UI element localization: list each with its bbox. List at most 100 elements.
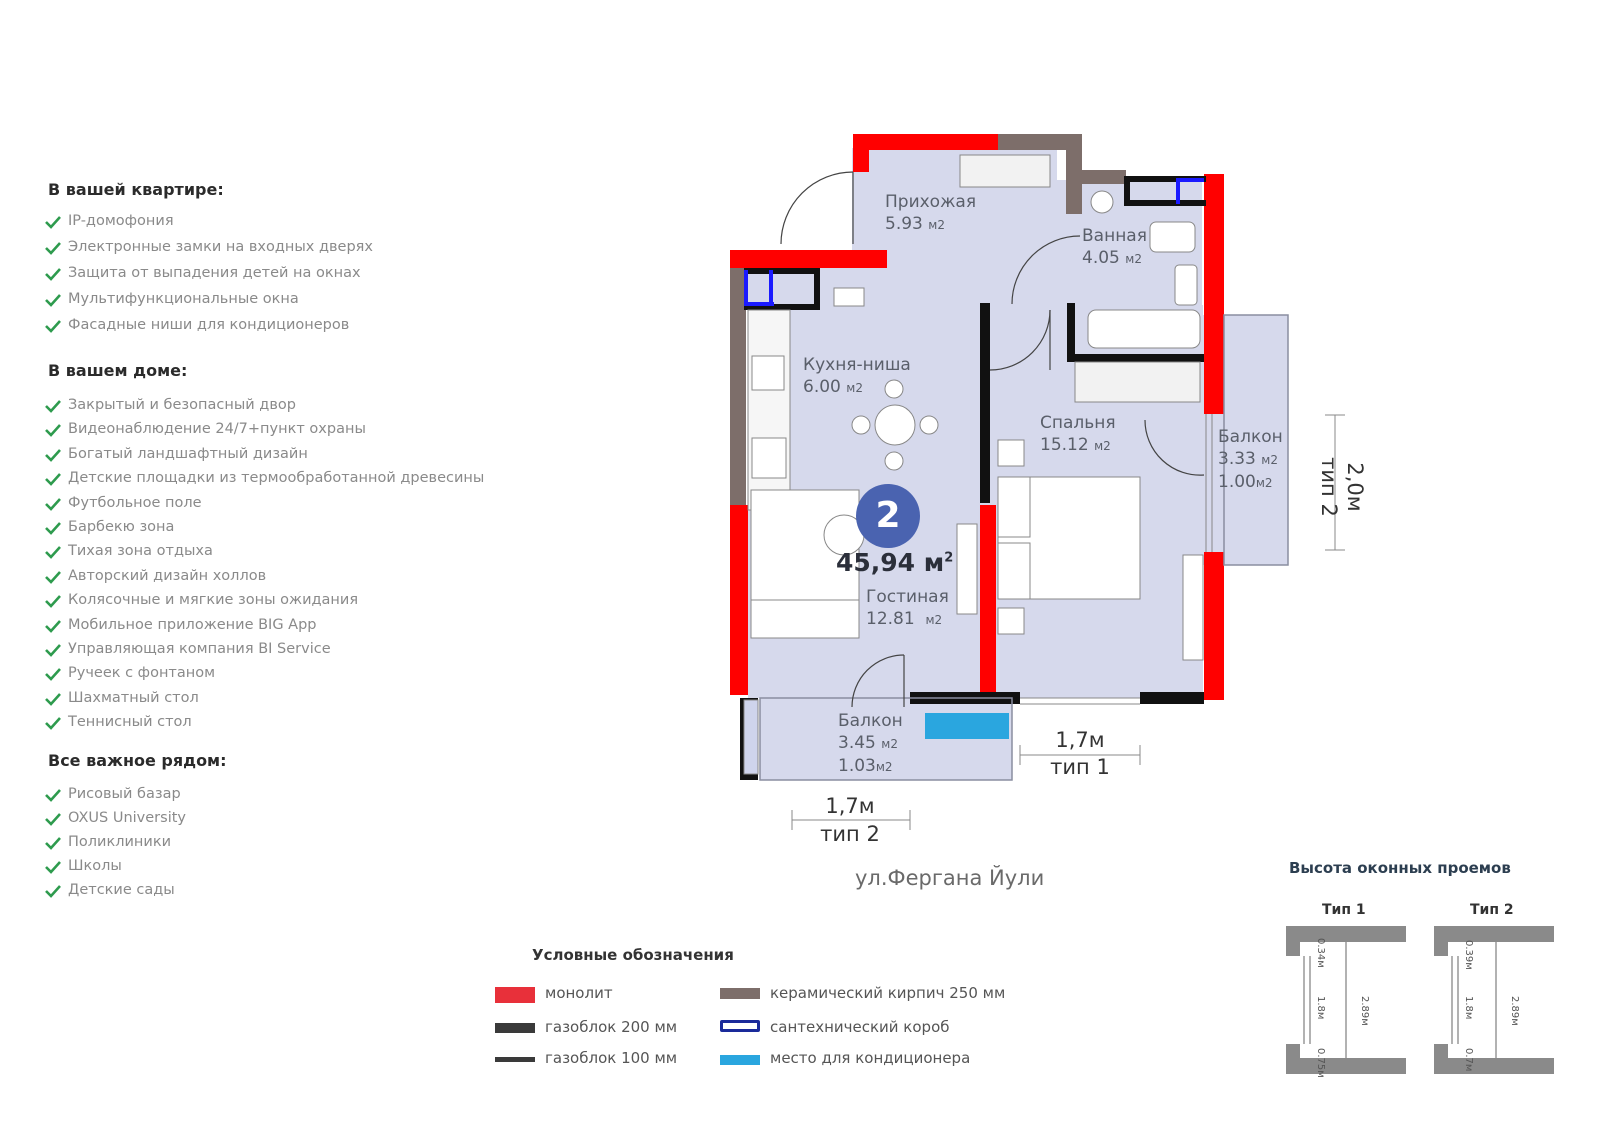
list-item-label: Теннисный стол — [68, 714, 192, 731]
legend-swatch-brick — [720, 988, 760, 999]
list-item: Богатый ландшафтный дизайн — [44, 446, 484, 470]
total-area: 45,94 м2 — [836, 548, 953, 577]
room-name: Балкон — [1218, 427, 1283, 447]
list-item-label: Видеонаблюдение 24/7+пункт охраны — [68, 421, 366, 438]
total-area-sup: 2 — [944, 550, 954, 566]
list-item-label: IP-домофония — [68, 213, 174, 229]
list-item-label: Барбекю зона — [68, 518, 175, 535]
nearby-title: Все важное рядом: — [48, 751, 227, 770]
list-item: Детские сады — [44, 882, 186, 906]
type2-bottom-height: 0.7м — [1463, 1048, 1474, 1072]
list-item: Закрытый и безопасный двор — [44, 397, 484, 421]
window-heights-title: Высота оконных проемов — [1289, 859, 1511, 877]
legend-swatch-ac — [720, 1055, 760, 1065]
dim-bottom-left-type: тип 2 — [820, 822, 880, 846]
list-item: Тихая зона отдыха — [44, 543, 484, 567]
legend-swatch-gasblock-200 — [495, 1023, 535, 1033]
list-item: Ручеек с фонтаном — [44, 665, 484, 689]
check-icon — [45, 522, 61, 535]
check-icon — [45, 813, 61, 826]
room-name: Спальня — [1040, 413, 1116, 433]
room-area: 5.93 — [885, 214, 923, 234]
room-hall: Прихожая 5.93 м2 — [885, 191, 976, 236]
list-item-label: Мобильное приложение BIG App — [68, 616, 317, 633]
check-icon — [45, 861, 61, 874]
list-item-label: Электронные замки на входных дверях — [68, 239, 373, 255]
list-item: Авторский дизайн холлов — [44, 568, 484, 592]
furniture — [743, 154, 1204, 775]
room-balcony-right: Балкон 3.33 м2 1.00м2 — [1218, 426, 1283, 494]
check-icon — [45, 595, 61, 609]
check-icon — [45, 400, 61, 413]
house-features-title: В вашем доме: — [48, 361, 188, 380]
room-area: 3.45 — [838, 733, 876, 753]
list-item-label: Колясочные и мягкие зоны ожидания — [68, 592, 359, 609]
list-item-label: Закрытый и безопасный двор — [68, 397, 296, 413]
list-item-label: Фасадные ниши для кондиционеров — [68, 317, 350, 333]
list-item: Защита от выпадения детей на окнах — [44, 265, 373, 291]
check-icon — [45, 668, 61, 682]
type1-top-height: 0.34м — [1315, 938, 1326, 968]
check-icon — [45, 294, 61, 307]
room-living: Гостиная 12.81 м2 — [866, 586, 949, 631]
nearby-list: Рисовый базар OXUS University Поликлиник… — [44, 786, 186, 906]
legend-label: газоблок 200 мм — [545, 1018, 678, 1036]
list-item: Шахматный стол — [44, 690, 484, 714]
legend-title: Условные обозначения — [532, 946, 734, 964]
list-item: Школы — [44, 858, 186, 882]
legend-swatch-monolith — [495, 987, 535, 1003]
ac-spot — [925, 713, 1009, 739]
list-item-label: Школы — [68, 858, 122, 874]
dim-bottom-left-value: 1,7м — [825, 794, 875, 818]
room-area: 1.00 — [1218, 472, 1256, 492]
dim-right: 2,0м тип 2 — [1316, 442, 1368, 532]
list-item: Рисовый базар — [44, 786, 186, 810]
room-unit: м2 — [1125, 252, 1142, 266]
check-icon — [45, 546, 61, 560]
check-icon — [45, 320, 61, 333]
room-name: Гостиная — [866, 587, 949, 607]
list-item-label: Рисовый базар — [68, 786, 181, 802]
list-item: Теннисный стол — [44, 714, 484, 738]
list-item: Электронные замки на входных дверях — [44, 239, 373, 265]
room-kitchen: Кухня-ниша 6.00 м2 — [803, 354, 911, 399]
room-unit: м2 — [1094, 439, 1111, 453]
list-item: Мобильное приложение BIG App — [44, 617, 484, 641]
window-section-diagrams — [1286, 926, 1554, 1074]
room-unit: м2 — [846, 381, 863, 395]
room-unit: м2 — [875, 760, 893, 774]
legend-label: сантехнический короб — [770, 1018, 950, 1036]
list-item: Барбекю зона — [44, 519, 484, 543]
apartment-features-list: IP-домофония Электронные замки на входны… — [44, 213, 373, 343]
list-item-label: Мультифункциональные окна — [68, 291, 299, 307]
list-item-label: Поликлиники — [68, 834, 172, 850]
list-item-label: Защита от выпадения детей на окнах — [68, 265, 361, 281]
room-name: Балкон — [838, 711, 903, 731]
room-area: 1.03 — [838, 756, 876, 776]
list-item: Видеонаблюдение 24/7+пункт охраны — [44, 421, 484, 445]
list-item-label: Управляющая компания BI Service — [68, 640, 331, 657]
legend-label: место для кондиционера — [770, 1049, 971, 1067]
door-swings — [780, 171, 1205, 708]
room-area: 3.33 — [1218, 449, 1256, 469]
check-icon — [45, 692, 61, 706]
room-bedroom: Спальня 15.12 м2 — [1040, 412, 1116, 457]
check-icon — [45, 216, 61, 229]
list-item-label: Богатый ландшафтный дизайн — [68, 445, 308, 462]
check-icon — [45, 789, 61, 802]
list-item: Фасадные ниши для кондиционеров — [44, 317, 373, 343]
room-name: Ванная — [1082, 226, 1147, 246]
check-icon — [45, 717, 61, 730]
room-unit: м2 — [925, 613, 943, 627]
legend-swatch-gasblock-100 — [495, 1057, 535, 1062]
room-unit: м2 — [1261, 453, 1278, 467]
apartment-features-title: В вашей квартире: — [48, 180, 224, 199]
type1-middle-height: 1.8м — [1315, 996, 1326, 1020]
list-item: IP-домофония — [44, 213, 373, 239]
house-features-list: Закрытый и безопасный двор Видеонаблюден… — [44, 397, 484, 738]
room-unit: м2 — [928, 218, 945, 232]
list-item-label: Футбольное поле — [68, 494, 202, 511]
dim-value: 2,0м — [1343, 462, 1367, 512]
room-balcony-bottom: Балкон 3.45 м2 1.03м2 — [838, 710, 903, 778]
